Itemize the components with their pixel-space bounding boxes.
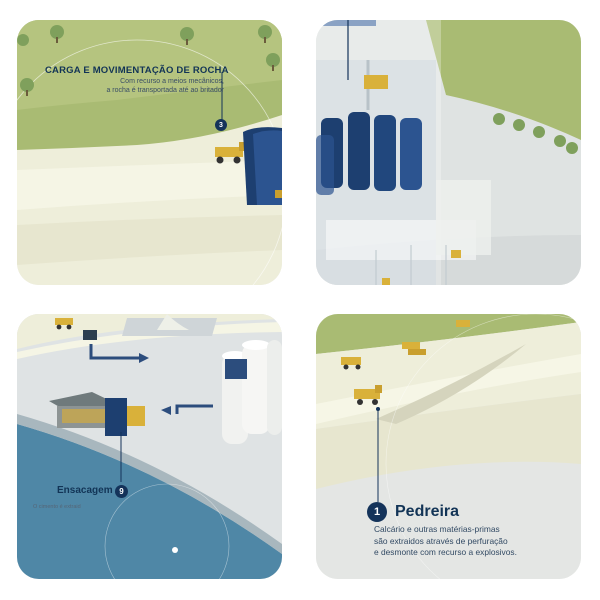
silo-icon	[222, 340, 282, 444]
rock-loading-desc-line1: Com recurso a meios mecânicos,	[120, 78, 224, 85]
dump-truck-icon	[215, 142, 247, 164]
silos-scene	[316, 20, 581, 285]
step-badge-3: 3	[215, 119, 227, 131]
quarry-description: Calcário e outras matérias-primas são ex…	[374, 524, 574, 559]
dump-truck-icon	[341, 320, 470, 405]
bagging-title: Ensacagem	[57, 485, 113, 496]
dump-truck-icon	[55, 318, 73, 330]
warehouse-icon	[49, 392, 145, 436]
rock-loading-title: CARGA E MOVIMENTAÇÃO DE ROCHA	[45, 65, 229, 76]
tile-bagging[interactable]: Ensacagem 9 O cimento é extraid	[17, 314, 282, 579]
quarry-desc-line1: Calcário e outras matérias-primas	[374, 524, 500, 534]
crusher-building	[243, 127, 282, 205]
tree-icon	[17, 25, 280, 96]
tile-rock-loading[interactable]: CARGA E MOVIMENTAÇÃO DE ROCHA Com recurs…	[17, 20, 282, 285]
tree-icon	[493, 113, 578, 154]
step-badge-1: 1	[367, 502, 387, 522]
tile-quarry[interactable]: 1 Pedreira Calcário e outras matérias-pr…	[316, 314, 581, 579]
rock-loading-description: Com recurso a meios mecânicos, a rocha é…	[57, 77, 224, 95]
quarry-desc-line2: são extraidos através de perfuração	[374, 535, 508, 546]
tile-silos[interactable]	[316, 20, 581, 285]
bagging-subtitle: O cimento é extraid	[33, 504, 81, 510]
rock-loading-desc-line2: a rocha é transportada até ao britador	[106, 87, 224, 94]
flow-arrow-icon	[89, 344, 213, 415]
quarry-desc-line3: e desmonte com recurso a explosivos.	[374, 547, 517, 557]
rock-loading-scene	[17, 20, 282, 285]
quarry-scene	[316, 314, 581, 579]
bagging-scene	[17, 314, 282, 579]
quarry-title: Pedreira	[395, 503, 460, 520]
step-badge-9: 9	[115, 485, 128, 498]
silo-icon	[316, 112, 422, 195]
